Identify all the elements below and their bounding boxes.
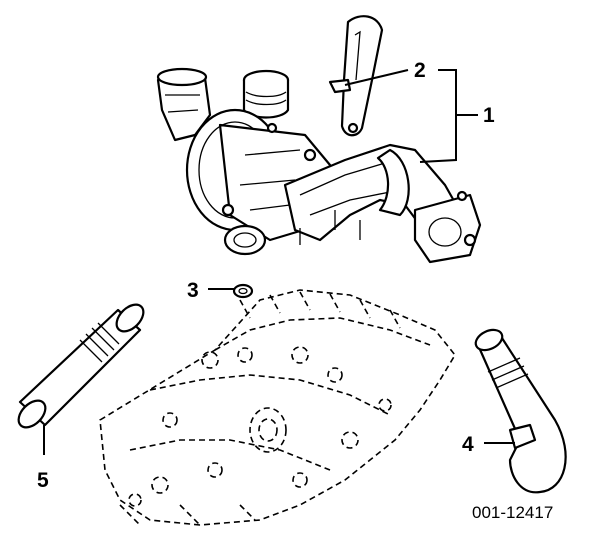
inlet-pipe [17, 303, 145, 429]
outlet-pipe [474, 328, 567, 494]
leader-lines [43, 69, 515, 455]
callout-2: 2 [414, 59, 426, 82]
callout-5: 5 [37, 469, 49, 492]
water-pump-assembly [156, 67, 482, 264]
callout-4: 4 [462, 433, 474, 456]
engine-block-phantom [99, 289, 456, 526]
reference-code: 001-12417 [472, 503, 553, 522]
callout-1: 1 [483, 104, 495, 127]
callout-3: 3 [187, 279, 199, 302]
seal-ring [232, 283, 254, 299]
bracket [328, 15, 384, 137]
